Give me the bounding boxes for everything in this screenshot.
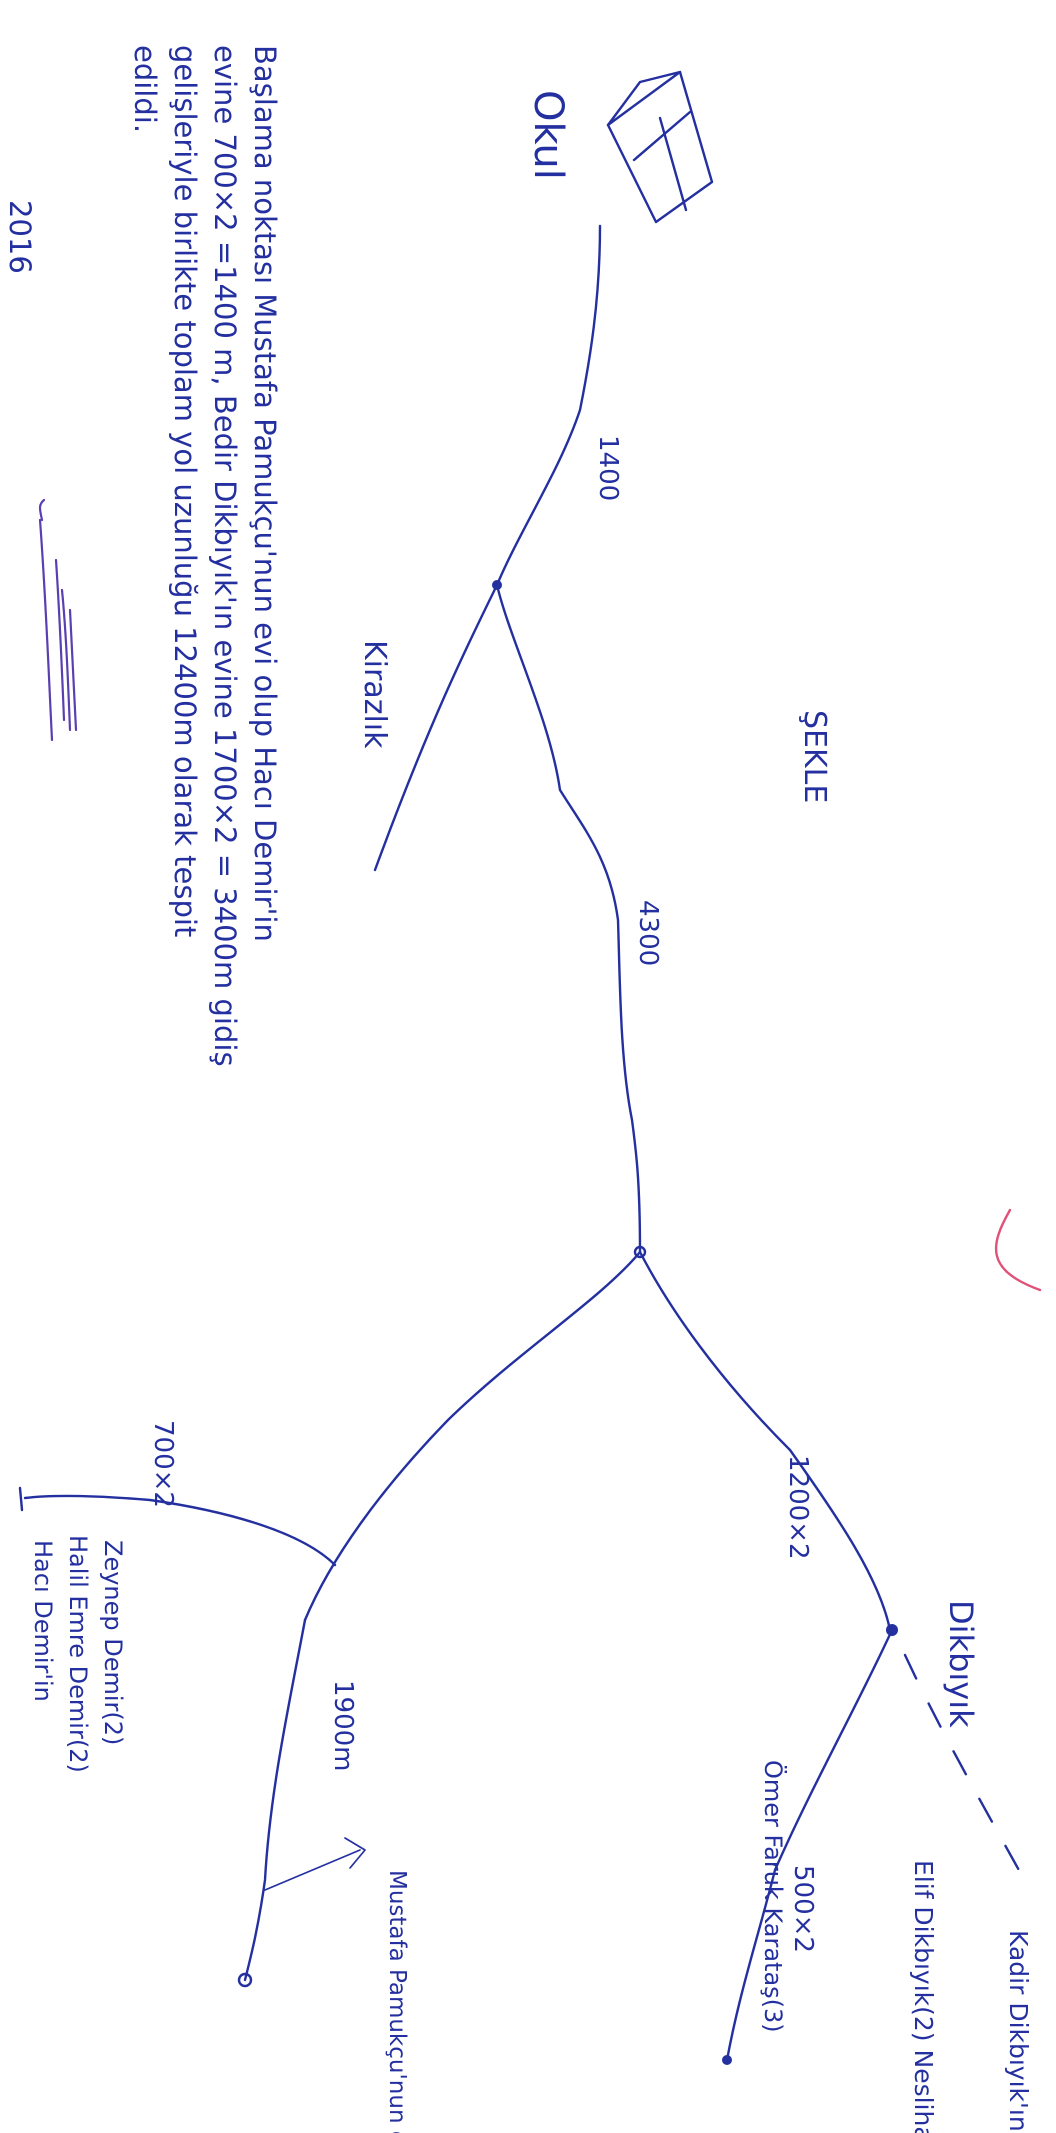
distance-fork-dikbiyik: 1200×2 — [783, 1455, 813, 1560]
summary-note: Başlama noktası Mustafa Pamukçu'nun evi … — [128, 45, 282, 1067]
dashed-boundary — [903, 1653, 1032, 1892]
road-fork-to-demir — [303, 1250, 642, 1622]
distance-school-junction: 1400 — [593, 435, 623, 501]
label-halil-house: Halil Emre Demir(2) — [64, 1535, 92, 1773]
bottom-fragment: 2016 — [3, 200, 37, 274]
label-omer-house: Ömer Faruk Karataş(3) — [759, 1760, 788, 2033]
label-kadir-house: Kadir Dikbıyık'ın evi — [1004, 1930, 1033, 2133]
label-elif-house: Elif Dikbıyık(2) Neslihan (1) — [909, 1860, 938, 2133]
distance-demir-mustafa: 1900m — [328, 1680, 358, 1772]
label-school: Okul — [525, 90, 571, 180]
school-building-icon — [606, 70, 714, 224]
road-junction-to-kirazlik — [373, 583, 499, 872]
note-line-2: evine 700×2 =1400 m, Bedir Dikbıyık'ın e… — [208, 45, 242, 1067]
road-junction-to-fork — [495, 583, 642, 1254]
road-dikbiyik-to-kadir — [725, 1628, 894, 2062]
note-line-3: gelişleriyle birlikte toplam yol uzunluğ… — [168, 45, 202, 937]
label-haci-house: Hacı Demir'in — [29, 1540, 57, 1702]
label-mustafa-house: Mustafa Pamukçu'nun evi — [384, 1870, 410, 2133]
label-kirazlik: Kirazlık — [357, 640, 392, 749]
distance-fork-haci: 700×2 — [148, 1420, 178, 1508]
label-dikbiyik: Dikbıyık — [942, 1600, 980, 1728]
road-demir-to-mustafa — [243, 1618, 307, 1982]
distance-junction-fork: 4300 — [633, 900, 663, 966]
note-line-1: Başlama noktası Mustafa Pamukçu'nun evi … — [248, 45, 282, 942]
road-fork-to-dikbiyik — [638, 1250, 892, 1632]
distance-dikbiyik-kadir: 500×2 — [788, 1865, 818, 1953]
scribble-marks — [38, 498, 78, 742]
road-school-to-junction — [495, 224, 602, 587]
note-line-4: edildi. — [128, 45, 162, 133]
check-mark — [994, 1208, 1042, 1292]
road-fork-to-haci — [23, 1494, 337, 1567]
label-zeynep-house: Zeynep Demir(2) — [99, 1540, 127, 1745]
page-title: ŞEKLE — [797, 710, 832, 803]
